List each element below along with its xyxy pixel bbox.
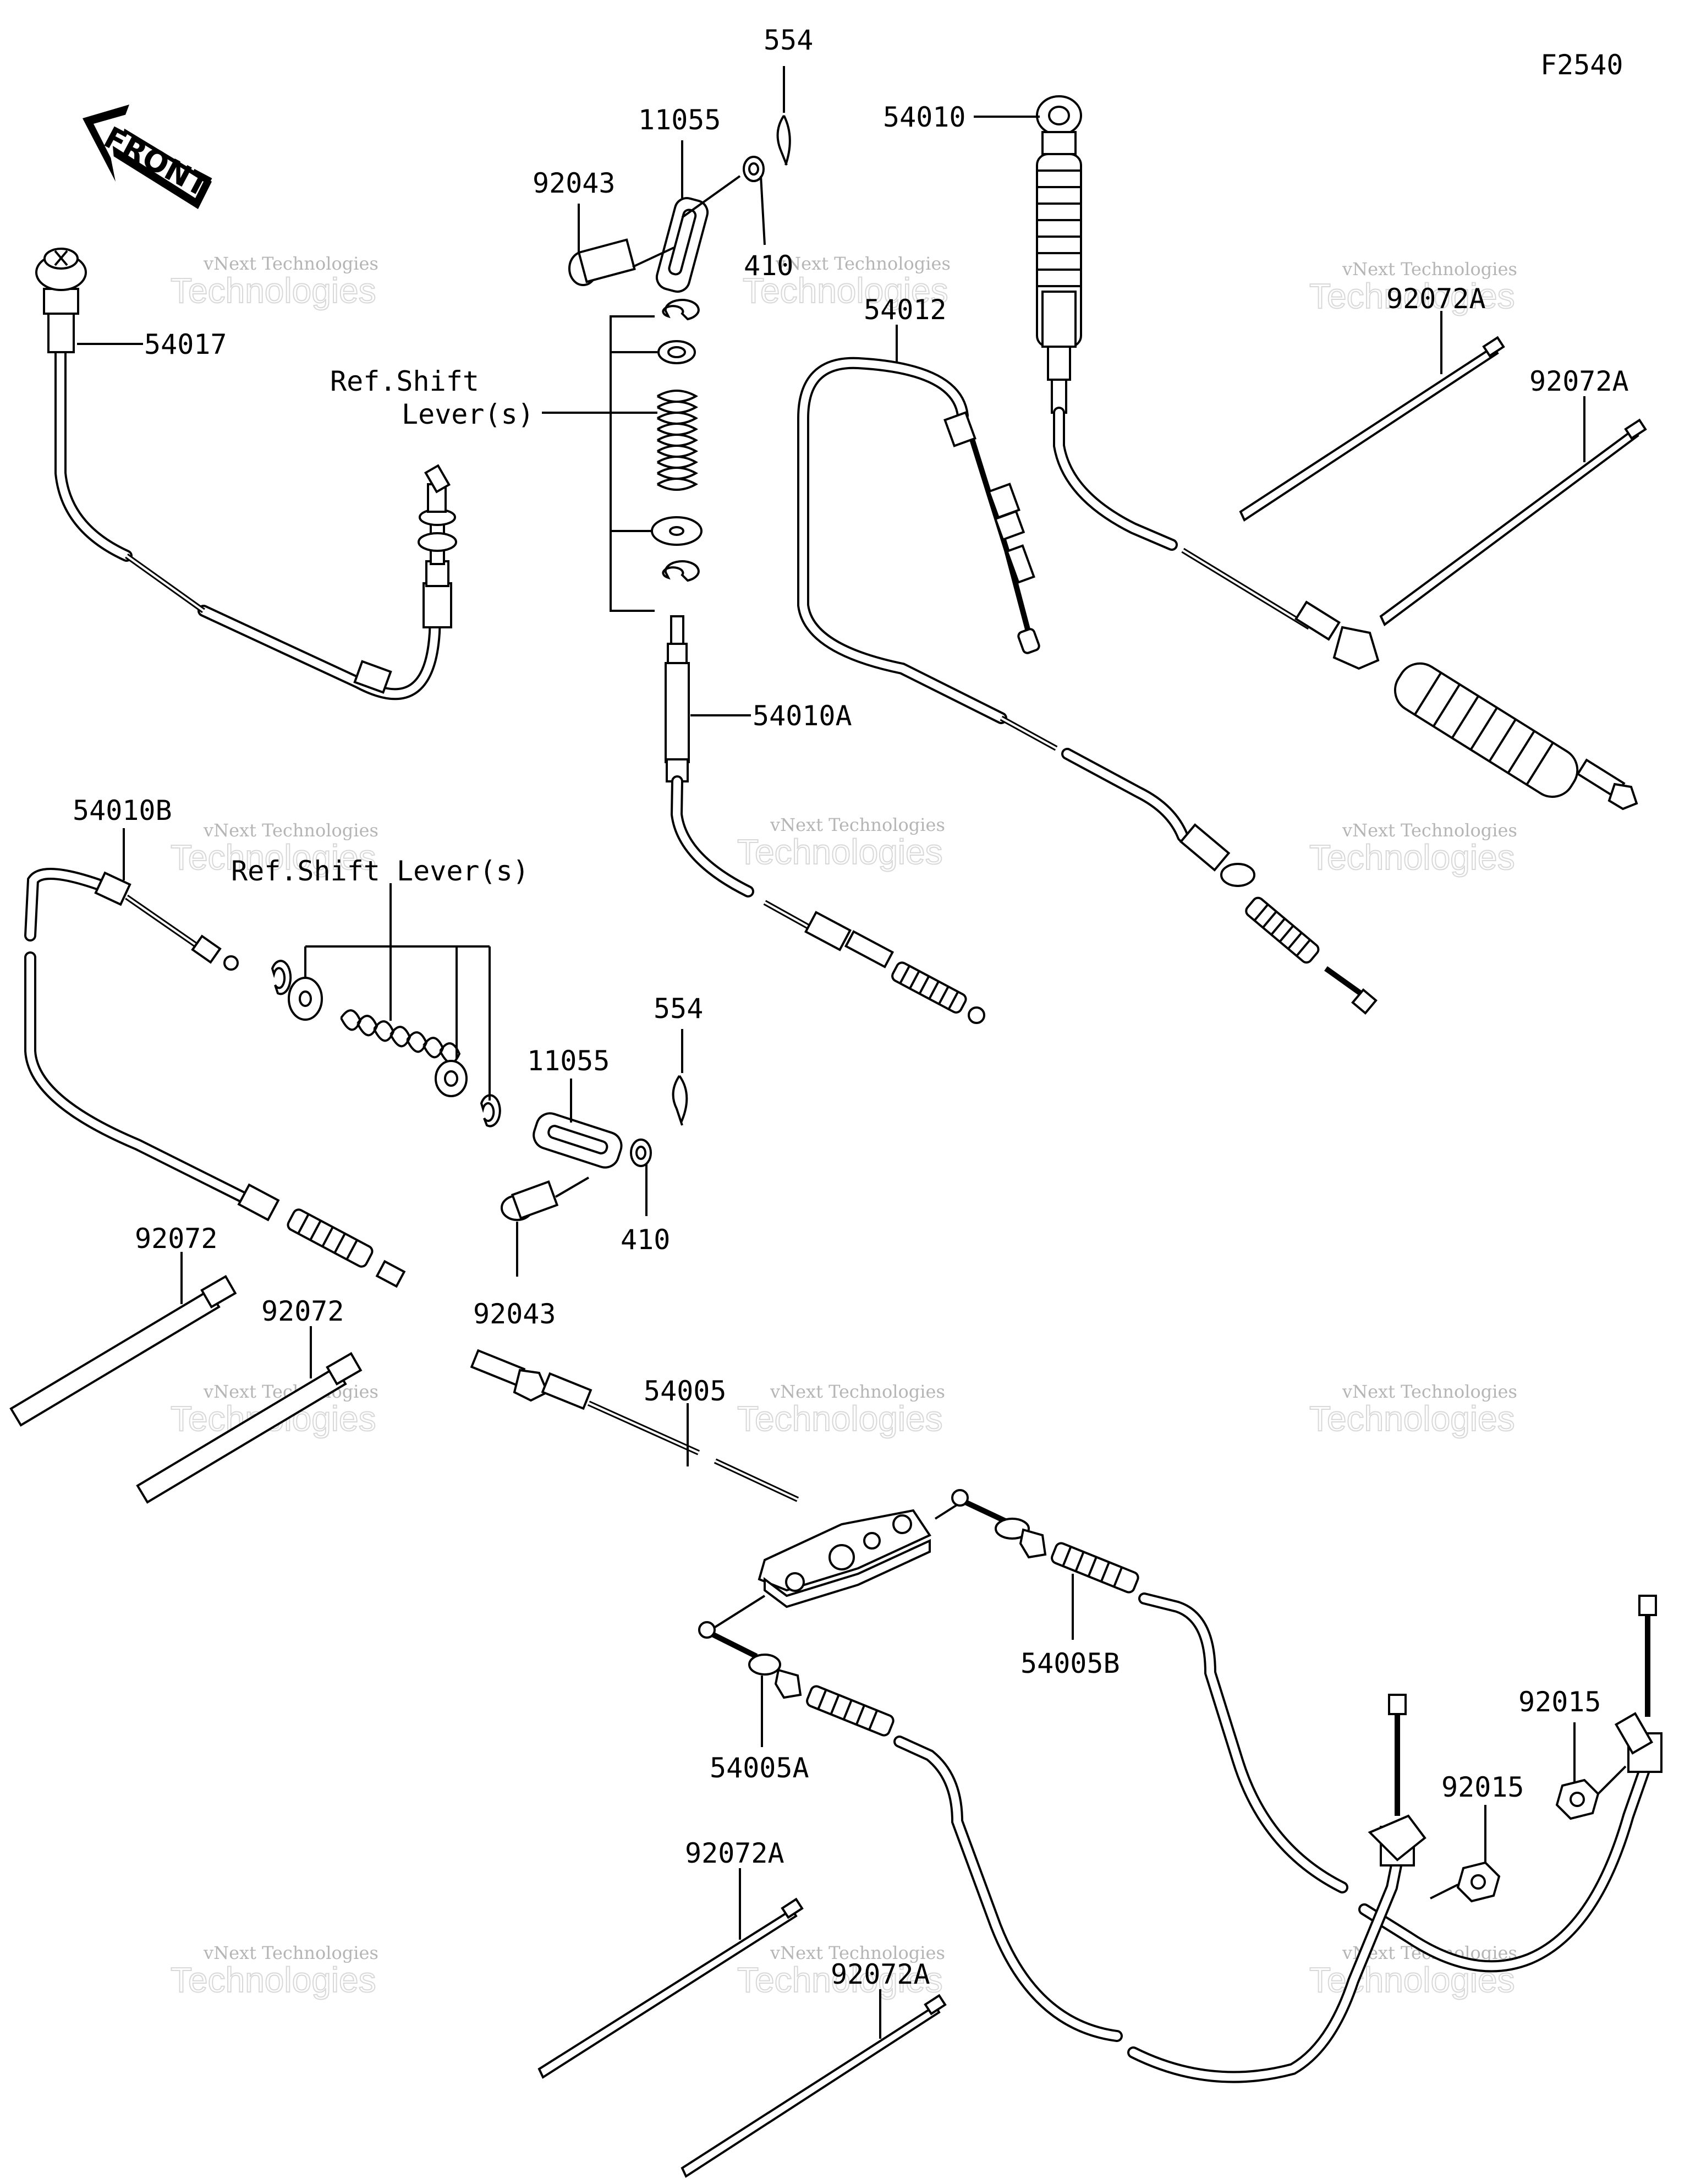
watermark-text: Technologies [171, 271, 376, 310]
watermark-text: Technologies [171, 838, 376, 877]
figure-code: F2540 [1540, 49, 1623, 81]
watermark: Technologies vNext Technologies [1309, 820, 1517, 878]
watermark-text: Technologies [737, 1960, 943, 2000]
watermark: Technologies vNext Technologies [170, 1942, 378, 2000]
watermark: Technologies vNext Technologies [1309, 259, 1517, 316]
label-92072A-b1: 92072A [685, 1837, 784, 1869]
label-11055-mid: 11055 [527, 1045, 610, 1077]
nut-92015 [1430, 1805, 1501, 1903]
watermark: Technologies vNext Technologies [737, 1942, 945, 2000]
label-54005B: 54005B [1020, 1647, 1120, 1679]
label-554-top: 554 [764, 24, 813, 56]
spring-icon [340, 1009, 461, 1064]
watermarks: Technologies vNext Technologies Technolo… [170, 253, 1517, 2000]
cable-54005A [698, 1595, 1426, 2083]
nut-92015 [1555, 1722, 1627, 1820]
label-54010A: 54010A [753, 700, 852, 732]
watermark: Technologies vNext Technologies [737, 1381, 945, 1439]
front-label: FRONT [98, 120, 215, 204]
label-92043-top: 92043 [533, 167, 616, 199]
shift-lever-parts-top [542, 66, 791, 612]
watermark-text: vNext Technologies [1342, 259, 1517, 280]
watermark-text: vNext Technologies [203, 820, 378, 841]
label-410-mid: 410 [621, 1224, 670, 1256]
label-54005: 54005 [644, 1375, 727, 1407]
watermark-text: vNext Technologies [770, 1942, 945, 1963]
cable-54010A [665, 615, 985, 1024]
watermark-text: vNext Technologies [203, 1942, 378, 1963]
boot-icon [1393, 662, 1579, 798]
label-54005A: 54005A [710, 1752, 809, 1784]
label-92015-a: 92015 [1518, 1686, 1601, 1718]
cable-tie-92072A [681, 1989, 947, 2178]
label-92072-l1: 92072 [135, 1223, 218, 1255]
cable-54017 [35, 248, 457, 700]
watermark: Technologies vNext Technologies [1309, 1381, 1517, 1439]
label-92043-mid: 92043 [473, 1298, 556, 1330]
label-ref-shift-mid: Ref.Shift Lever(s) [231, 855, 529, 887]
cable-54010B [24, 828, 406, 1288]
label-54012: 54012 [864, 294, 947, 326]
watermark: Technologies vNext Technologies [170, 820, 378, 878]
shift-lever-parts-mid [271, 883, 501, 1127]
cable-bracket [758, 1509, 931, 1608]
cable-54012 [797, 325, 1378, 1015]
label-54010: 54010 [883, 101, 966, 133]
watermark-text: Technologies [171, 1960, 376, 2000]
label-54010B: 54010B [73, 795, 172, 826]
front-arrow-icon: FRONT [83, 105, 215, 209]
watermark: Technologies vNext Technologies [737, 814, 945, 872]
label-92072A-r1: 92072A [1386, 283, 1486, 315]
watermark-text: vNext Technologies [203, 253, 378, 274]
cable-54005B [934, 1489, 1662, 1973]
watermark-text: vNext Technologies [1342, 820, 1517, 841]
label-92015-b: 92015 [1441, 1771, 1524, 1803]
watermark-text: vNext Technologies [1342, 1381, 1517, 1402]
watermark-text: Technologies [1309, 838, 1515, 877]
cable-tie-92072A [1379, 396, 1647, 627]
label-554-mid: 554 [654, 993, 703, 1025]
label-92072-l2: 92072 [261, 1295, 344, 1327]
watermark-text: vNext Technologies [770, 1381, 945, 1402]
watermark-text: Technologies [737, 832, 943, 872]
spring-icon [657, 390, 699, 491]
clevis-parts-mid [501, 1029, 688, 1277]
watermark-text: Technologies [1309, 276, 1515, 316]
label-92072A-r2: 92072A [1529, 365, 1629, 397]
cable-tie-92072 [9, 1252, 237, 1427]
cable-54005 [470, 1349, 931, 1608]
label-92072A-b2: 92072A [831, 1958, 930, 1990]
watermark: Technologies vNext Technologies [742, 253, 951, 311]
label-54017: 54017 [144, 329, 227, 360]
label-ref-shift-top-1: Ref.Shift [330, 365, 479, 397]
watermark-text: vNext Technologies [775, 253, 951, 274]
cable-54010 [974, 95, 1638, 811]
label-410-top: 410 [744, 250, 793, 282]
watermark-text: Technologies [1309, 1399, 1515, 1438]
cable-tie-92072 [136, 1326, 363, 1504]
cable-tie-92072A [1239, 311, 1505, 522]
watermark: Technologies vNext Technologies [170, 253, 378, 311]
nut-icon [1332, 626, 1380, 670]
watermark-text: Technologies [737, 1399, 943, 1438]
cable-tie-92072A [537, 1868, 804, 2079]
watermark-text: vNext Technologies [770, 814, 945, 835]
watermark-text: Technologies [743, 271, 948, 310]
label-ref-shift-top-2: Lever(s) [402, 398, 534, 430]
label-11055-top: 11055 [638, 104, 721, 136]
